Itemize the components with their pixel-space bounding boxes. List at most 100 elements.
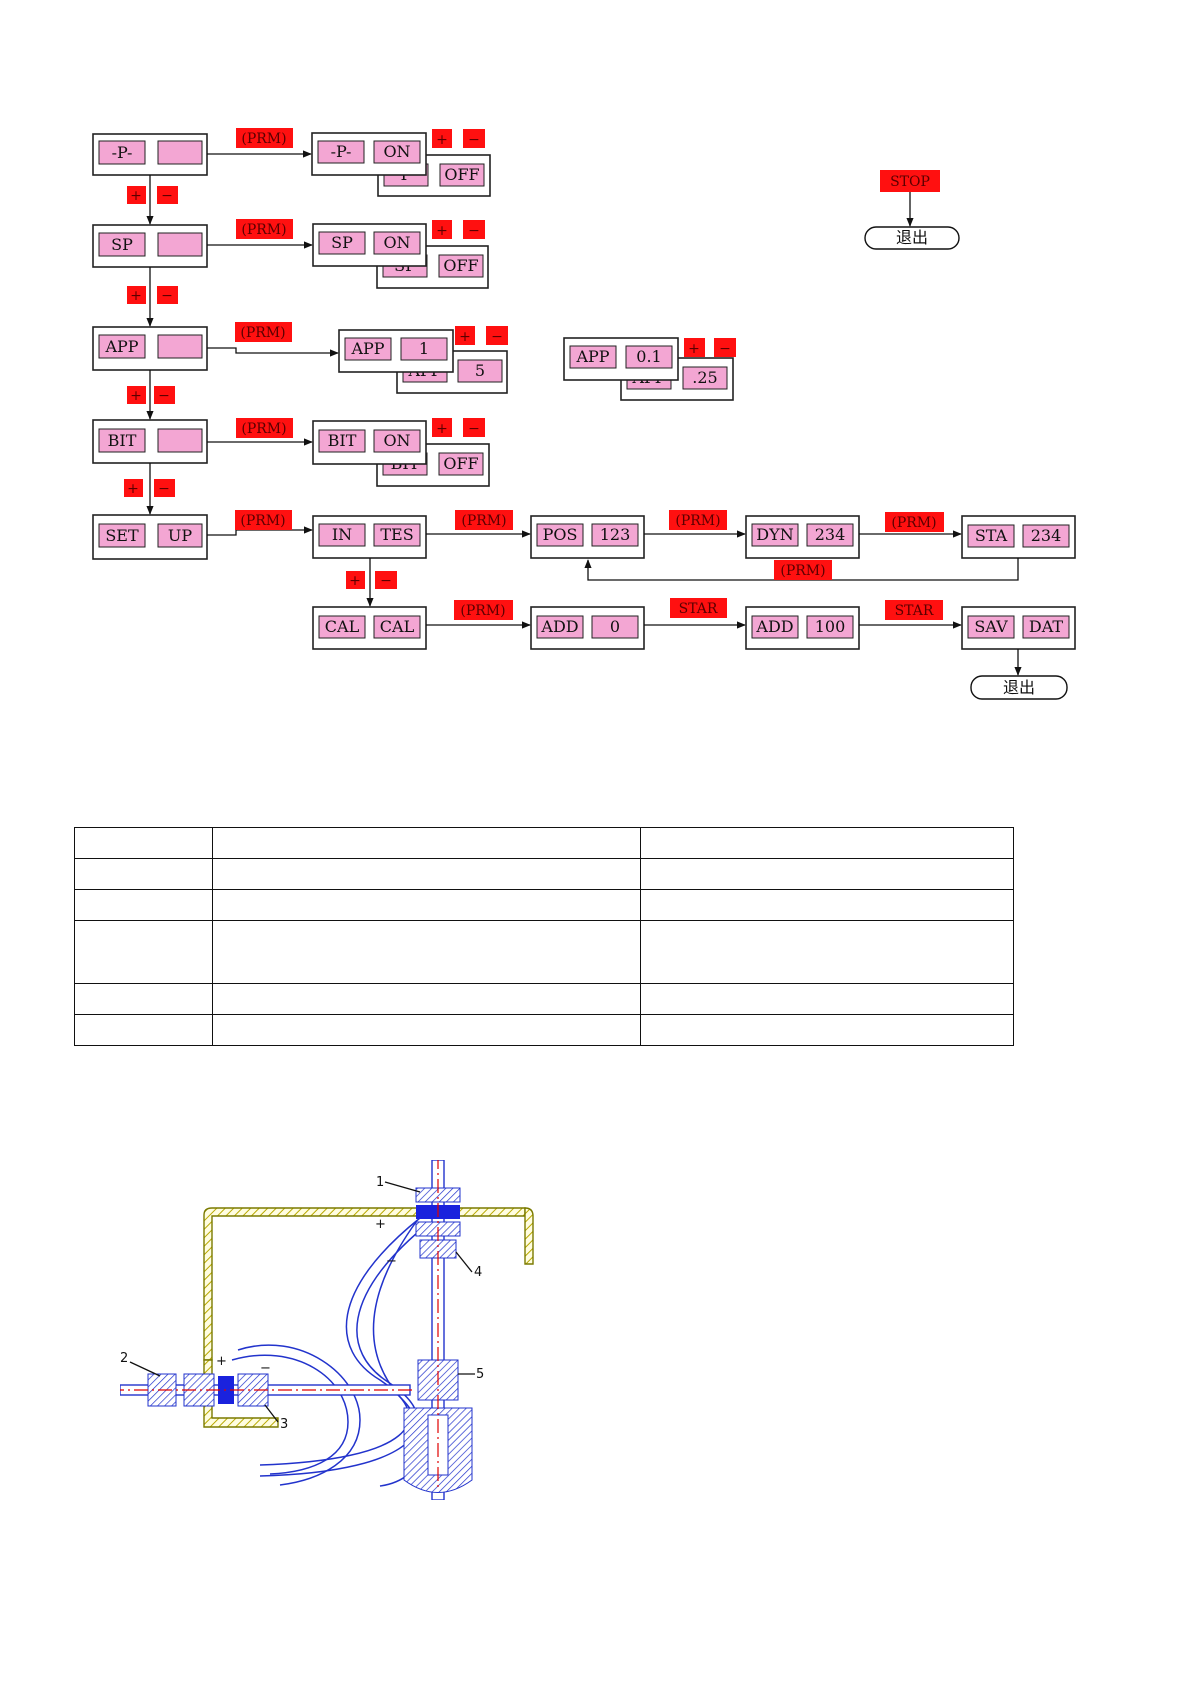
minus-key: − (463, 129, 485, 148)
svg-text:(PRM): (PRM) (240, 513, 285, 529)
svg-text:ON: ON (383, 431, 410, 450)
svg-text:+: + (127, 481, 139, 497)
svg-text:OFF: OFF (443, 454, 478, 473)
menu-box-sp: SP (92, 224, 208, 268)
minus-key: − (154, 386, 175, 404)
stacked-box-app-alt: APP .25 APP 0.1 (563, 337, 734, 401)
stacked-box-sp: SP OFF SP ON (312, 223, 489, 289)
svg-text:(PRM): (PRM) (241, 222, 286, 238)
svg-text:−: − (161, 288, 173, 304)
table-cell (212, 889, 641, 921)
table-cell (212, 920, 641, 984)
menu-box-bit: BIT (92, 419, 208, 464)
prm-back-key: (PRM) (774, 560, 832, 580)
plus-key: + (432, 129, 452, 148)
bracket-foot (203, 1359, 279, 1428)
empty-table (74, 827, 1014, 1046)
minus-sign: − (386, 1254, 397, 1269)
svg-text:(PRM): (PRM) (461, 513, 506, 529)
table-cell (640, 983, 1014, 1015)
minus-key: − (375, 571, 397, 589)
prm-key: (PRM) (454, 600, 513, 620)
prm-key: (PRM) (235, 322, 292, 342)
exit-terminal: 退出 (864, 226, 960, 250)
svg-text:−: − (719, 341, 731, 357)
svg-text:+: + (459, 329, 471, 345)
box-label: SET (105, 526, 139, 545)
svg-text:CAL: CAL (325, 617, 360, 636)
prm-key: (PRM) (885, 512, 944, 532)
prm-key: (PRM) (236, 418, 293, 438)
menu-box-p: -P- (92, 133, 208, 176)
svg-text:(PRM): (PRM) (241, 421, 286, 437)
svg-text:+: + (436, 132, 448, 148)
prm-key: (PRM) (236, 219, 293, 239)
menu-box-dyn: DYN 234 (745, 515, 860, 559)
table-cell (74, 983, 213, 1015)
table-cell (74, 920, 213, 984)
svg-text:ADD: ADD (755, 617, 793, 636)
table-cell (640, 827, 1014, 859)
svg-text:234: 234 (815, 525, 846, 544)
table-cell (640, 858, 1014, 890)
svg-text:(PRM): (PRM) (460, 603, 505, 619)
svg-text:退出: 退出 (1003, 678, 1035, 697)
stacked-box-bit: BIT OFF BIT ON (312, 420, 490, 487)
svg-text:(PRM): (PRM) (891, 515, 936, 531)
svg-text:−: − (158, 481, 170, 497)
minus-key: − (486, 326, 508, 345)
menu-box-sta: STA 234 (961, 515, 1076, 559)
svg-text:−: − (161, 188, 173, 204)
table-cell (74, 1014, 213, 1046)
stacked-box-app: APP 5 APP 1 (338, 329, 508, 394)
menu-box-in-tes: IN TES (312, 515, 427, 559)
svg-text:OFF: OFF (443, 256, 478, 275)
table-row (74, 920, 1014, 984)
svg-text:+: + (436, 223, 448, 239)
svg-text:OFF: OFF (444, 165, 479, 184)
box-label: SP (111, 235, 133, 254)
svg-text:DYN: DYN (756, 525, 793, 544)
menu-flow-diagram: -P- SP APP BIT SET UP + − + − + (92, 128, 1076, 700)
svg-text:−: − (468, 132, 480, 148)
plus-key: + (124, 479, 143, 497)
minus-key: − (157, 186, 178, 204)
part-label-5: 5 (476, 1367, 484, 1382)
part-label-2: 2 (120, 1351, 128, 1366)
minus-key: − (463, 220, 485, 239)
svg-text:STAR: STAR (895, 603, 934, 619)
svg-text:CAL: CAL (380, 617, 415, 636)
svg-text:TES: TES (380, 525, 413, 544)
svg-text:ADD: ADD (540, 617, 578, 636)
plus-sign: + (216, 1354, 227, 1369)
star-key: STAR (885, 600, 943, 620)
bracket (203, 1207, 526, 1361)
svg-text:STA: STA (975, 526, 1008, 545)
table-row (74, 889, 1014, 921)
svg-text:+: + (130, 288, 142, 304)
table-row (74, 1014, 1014, 1046)
svg-text:100: 100 (815, 617, 846, 636)
svg-text:−: − (468, 421, 480, 437)
part-label-3: 3 (280, 1417, 288, 1432)
table-cell (212, 983, 641, 1015)
svg-text:-P-: -P- (331, 142, 352, 161)
box-label: BIT (108, 431, 137, 450)
svg-text:+: + (130, 388, 142, 404)
menu-box-add-100: ADD 100 (745, 606, 860, 650)
prm-key: (PRM) (236, 128, 293, 148)
svg-text:−: − (380, 573, 392, 589)
menu-box-setup: SET UP (92, 514, 208, 560)
plus-key: + (455, 326, 475, 345)
svg-text:SAV: SAV (974, 617, 1008, 636)
svg-text:−: − (468, 223, 480, 239)
menu-box-app: APP (92, 326, 208, 371)
plus-key: + (346, 571, 365, 589)
minus-key: − (154, 479, 175, 497)
svg-text:5: 5 (475, 361, 485, 380)
svg-text:(PRM): (PRM) (241, 131, 286, 147)
svg-text:SP: SP (331, 233, 353, 252)
svg-text:−: − (491, 329, 503, 345)
exit-terminal: 退出 (970, 675, 1068, 700)
mechanical-drawing: + − + − 1 2 3 4 5 (120, 1160, 534, 1500)
